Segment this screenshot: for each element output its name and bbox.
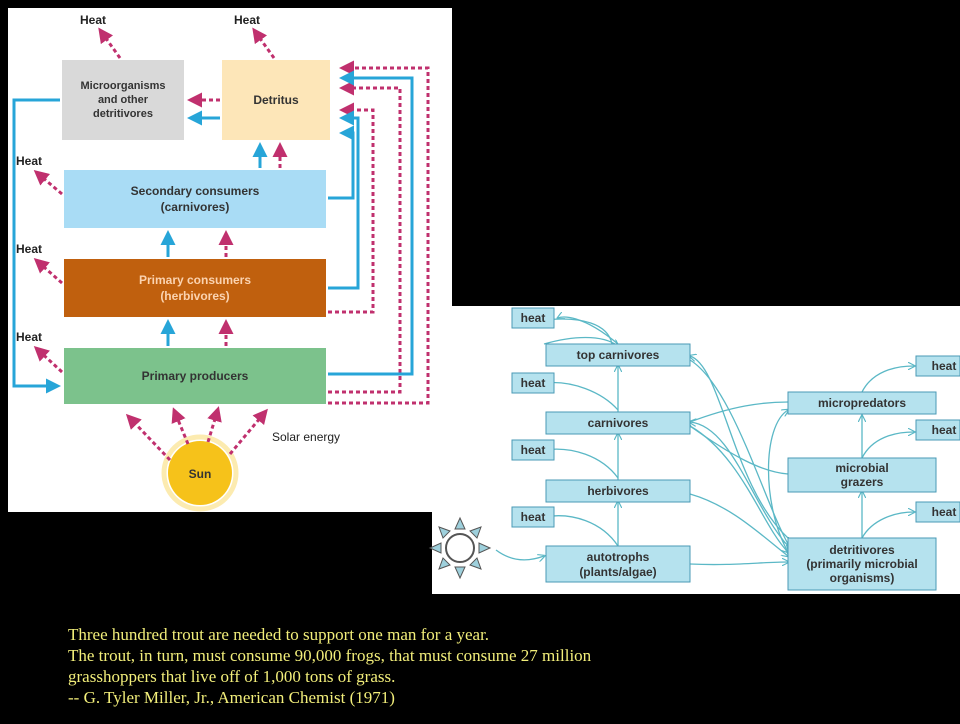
food-web-diagram: heat heat heat heat heat heat heat top c… [428,306,960,594]
energy-flow-diagram: Microorganisms and other detritivores De… [8,8,452,512]
herbivores-box [545,479,691,503]
microbial-grazers-label-2: grazers [841,475,884,489]
micropredators-label: micropredators [818,396,906,410]
energy-arrows [12,70,414,394]
primary-consumers-box [64,259,326,317]
microorganisms-label-3: detritivores [93,108,153,120]
detritivores-box [787,537,937,591]
heat-text-2: heat [521,376,546,390]
caption-line-1: Three hundred trout are needed to suppor… [68,625,490,644]
caption-line-2: The trout, in turn, must consume 90,000 … [68,646,592,665]
heat-text-4: heat [521,510,546,524]
primary-producers-box [64,348,326,404]
primary-producers-label: Primary producers [142,369,249,383]
heat-text-5: heat [932,359,957,373]
primary-consumers-label-1: Primary consumers [139,273,251,287]
microbial-grazers-label-1: microbial [835,461,888,475]
heat-text-3: heat [521,443,546,457]
sun-label: Sun [189,467,212,481]
detritivores-label-3: organisms) [830,571,895,585]
heat-box-6 [915,419,960,441]
heat-label-top-left: Heat [80,13,106,27]
top-carnivores-box [545,343,691,367]
food-web-svg: heat heat heat heat heat heat heat top c… [428,307,960,591]
heat-label-top-right: Heat [234,13,260,27]
micropredators-box [787,391,937,415]
heat-box-5 [915,355,960,377]
detritus-label: Detritus [253,93,299,107]
autotrophs-label-1: autotrophs [587,550,650,564]
microbial-grazers-box [787,457,937,493]
microorganisms-label-2: and other [98,94,149,106]
autotrophs-label-2: (plants/algae) [579,565,656,579]
solar-energy-label: Solar energy [272,430,340,444]
heat-arrows [33,27,430,462]
energy-flow-svg: Microorganisms and other detritivores De… [12,13,430,512]
caption-line-4: -- G. Tyler Miller, Jr., American Chemis… [68,688,395,707]
heat-text-6: heat [932,423,957,437]
herbivores-label: herbivores [587,484,649,498]
heat-box-7 [915,501,960,523]
secondary-consumers-label-2: (carnivores) [161,200,230,214]
autotrophs-box [545,545,691,583]
heat-text-1: heat [521,311,546,325]
secondary-consumers-box [64,170,326,228]
sun-icon [428,516,492,580]
carnivores-label: carnivores [588,416,649,430]
detritivores-label-1: detritivores [829,543,895,557]
caption-line-3: grasshoppers that live off of 1,000 tons… [68,667,396,686]
sun-circle [168,441,232,505]
detritivores-label-2: (primarily microbial [806,557,917,571]
heat-label-secondary: Heat [16,154,42,168]
detritus-box [222,60,330,140]
heat-box-4 [511,506,555,528]
heat-text-7: heat [932,505,957,519]
secondary-consumers-label-1: Secondary consumers [131,184,260,198]
microorganisms-label-1: Microorganisms [81,80,166,92]
primary-consumers-label-2: (herbivores) [160,289,229,303]
top-carnivores-label: top carnivores [577,348,660,362]
heat-box-1 [511,307,555,329]
heat-label-producers: Heat [16,330,42,344]
heat-box-2 [511,372,555,394]
quote-caption: Three hundred trout are needed to suppor… [68,624,928,708]
food-web-links [495,317,914,565]
microorganisms-box [62,60,184,140]
heat-box-3 [511,439,555,461]
heat-label-primary-consumers: Heat [16,242,42,256]
carnivores-box [545,411,691,435]
